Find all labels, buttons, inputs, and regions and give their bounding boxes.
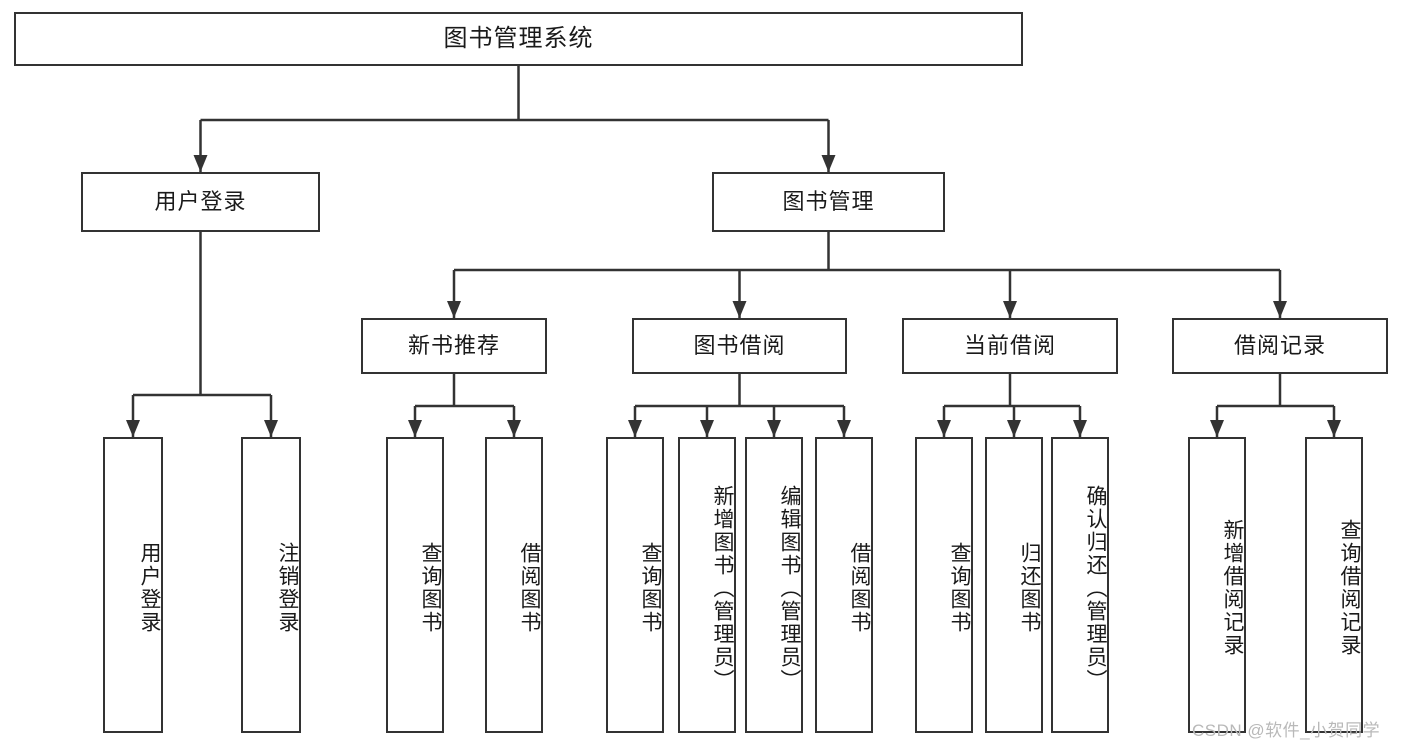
- node-label: 归还图书: [1018, 542, 1041, 634]
- node-label: 查询借阅记录: [1338, 519, 1361, 657]
- node-leaf-rec-add[interactable]: 新增借阅记录: [1188, 437, 1246, 733]
- node-label: 查询图书: [948, 542, 971, 634]
- arrow-head-icon: [767, 420, 781, 437]
- node-leaf-user-logout[interactable]: 注销登录: [241, 437, 301, 733]
- arrow-head-icon: [264, 420, 278, 437]
- node-bookmgmt[interactable]: 图书管理: [712, 172, 945, 232]
- node-current[interactable]: 当前借阅: [902, 318, 1118, 374]
- node-newbook[interactable]: 新书推荐: [361, 318, 547, 374]
- arrow-head-icon: [700, 420, 714, 437]
- arrow-head-icon: [1273, 301, 1287, 318]
- node-root[interactable]: 图书管理系统: [14, 12, 1023, 66]
- node-leaf-bw-query[interactable]: 查询图书: [606, 437, 664, 733]
- node-label: 图书管理: [782, 188, 875, 214]
- node-label: 借阅图书: [848, 542, 871, 634]
- node-leaf-cur-query[interactable]: 查询图书: [915, 437, 973, 733]
- node-label: 查询图书: [419, 542, 442, 634]
- node-leaf-cur-return[interactable]: 归还图书: [985, 437, 1043, 733]
- node-label: 新增图书（管理员）: [711, 484, 734, 692]
- node-label: 新书推荐: [407, 332, 500, 358]
- node-label: 查询图书: [639, 542, 662, 634]
- arrow-head-icon: [507, 420, 521, 437]
- node-borrow[interactable]: 图书借阅: [632, 318, 847, 374]
- arrow-head-icon: [628, 420, 642, 437]
- node-leaf-bw-borrow[interactable]: 借阅图书: [815, 437, 873, 733]
- arrow-head-icon: [1073, 420, 1087, 437]
- node-leaf-bw-edit[interactable]: 编辑图书（管理员）: [745, 437, 803, 733]
- arrow-head-icon: [837, 420, 851, 437]
- arrow-head-icon: [1327, 420, 1341, 437]
- node-label: 新增借阅记录: [1221, 519, 1244, 657]
- node-label: 注销登录: [276, 542, 299, 634]
- arrow-head-icon: [408, 420, 422, 437]
- node-label: 当前借阅: [963, 332, 1056, 358]
- node-label: 图书借阅: [693, 332, 786, 358]
- arrow-head-icon: [937, 420, 951, 437]
- node-records[interactable]: 借阅记录: [1172, 318, 1388, 374]
- node-leaf-user-login[interactable]: 用户登录: [103, 437, 163, 733]
- node-label: 借阅图书: [518, 542, 541, 634]
- node-label: 确认归还（管理员）: [1084, 484, 1107, 692]
- arrow-head-icon: [821, 155, 836, 172]
- node-leaf-nb-borrow[interactable]: 借阅图书: [485, 437, 543, 733]
- arrow-head-icon: [1003, 301, 1017, 318]
- watermark: CSDN @软件_小贺同学: [1192, 721, 1381, 740]
- node-leaf-rec-query[interactable]: 查询借阅记录: [1305, 437, 1363, 733]
- node-label: 用户登录: [138, 542, 161, 634]
- arrow-head-icon: [193, 155, 208, 172]
- node-login[interactable]: 用户登录: [81, 172, 320, 232]
- arrow-head-icon: [126, 420, 140, 437]
- arrow-head-icon: [1007, 420, 1021, 437]
- arrow-head-icon: [1210, 420, 1224, 437]
- node-leaf-nb-query[interactable]: 查询图书: [386, 437, 444, 733]
- node-label: 用户登录: [154, 188, 247, 214]
- node-leaf-cur-confirm[interactable]: 确认归还（管理员）: [1051, 437, 1109, 733]
- arrow-head-icon: [732, 301, 747, 318]
- node-label: 借阅记录: [1233, 332, 1326, 358]
- node-label: 编辑图书（管理员）: [778, 484, 801, 692]
- arrow-head-icon: [447, 301, 461, 318]
- node-label: 图书管理系统: [443, 24, 594, 52]
- node-leaf-bw-add[interactable]: 新增图书（管理员）: [678, 437, 736, 733]
